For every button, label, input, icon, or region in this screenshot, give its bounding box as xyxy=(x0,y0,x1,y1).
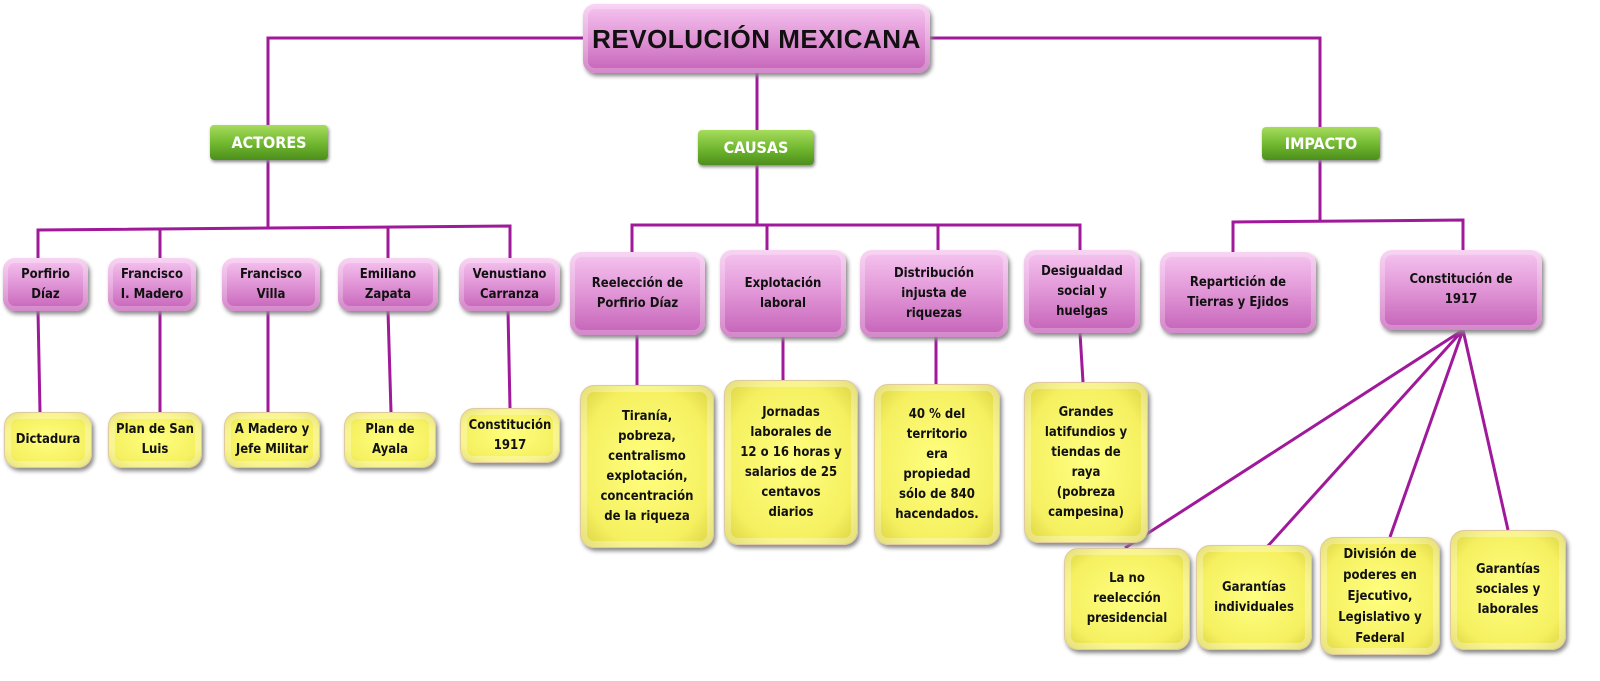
cause-node: Reelección de Porfirio Díaz xyxy=(570,252,705,335)
impact-node: Constitución de 1917 xyxy=(1380,250,1542,330)
cause-node: Distribución injusta de riquezas xyxy=(860,250,1008,337)
actor-node: Francisco I. Madero xyxy=(108,258,196,311)
cause-node: Explotación laboral xyxy=(720,250,846,337)
category-impacto: IMPACTO xyxy=(1262,127,1380,160)
actor-node: Porfirio Díaz xyxy=(3,258,88,311)
constitution-item: Garantías sociales y laborales xyxy=(1450,530,1566,650)
category-causas: CAUSAS xyxy=(698,130,814,165)
cause-node: Desigualdad social y huelgas xyxy=(1024,250,1140,333)
actor-node: Venustiano Carranza xyxy=(459,258,560,311)
actor-detail: Plan de Ayala xyxy=(344,412,436,468)
cause-detail: Grandes latifundios y tiendas de raya (p… xyxy=(1024,382,1148,543)
actor-detail: A Madero y Jefe Militar xyxy=(224,412,320,468)
constitution-item: La no reelección presidencial xyxy=(1064,548,1190,650)
cause-detail: Tiranía, pobreza, centralismo explotació… xyxy=(580,385,714,548)
actor-detail: Dictadura xyxy=(4,412,92,468)
constitution-item: División de poderes en Ejecutivo, Legisl… xyxy=(1320,537,1440,655)
actor-detail: Plan de San Luis xyxy=(108,412,202,468)
impact-node: Repartición de Tierras y Ejidos xyxy=(1160,252,1316,333)
cause-detail: Jornadas laborales de 12 o 16 horas y sa… xyxy=(724,380,858,545)
actor-node: Francisco Villa xyxy=(222,258,320,311)
constitution-item: Garantías individuales xyxy=(1196,545,1312,650)
category-actores: ACTORES xyxy=(210,125,328,160)
cause-detail: 40 % del territorio era propiedad sólo d… xyxy=(874,384,1000,545)
title-node: REVOLUCIÓN MEXICANA xyxy=(583,4,930,73)
actor-node: Emiliano Zapata xyxy=(338,258,438,311)
actor-detail: Constitución 1917 xyxy=(460,408,560,463)
